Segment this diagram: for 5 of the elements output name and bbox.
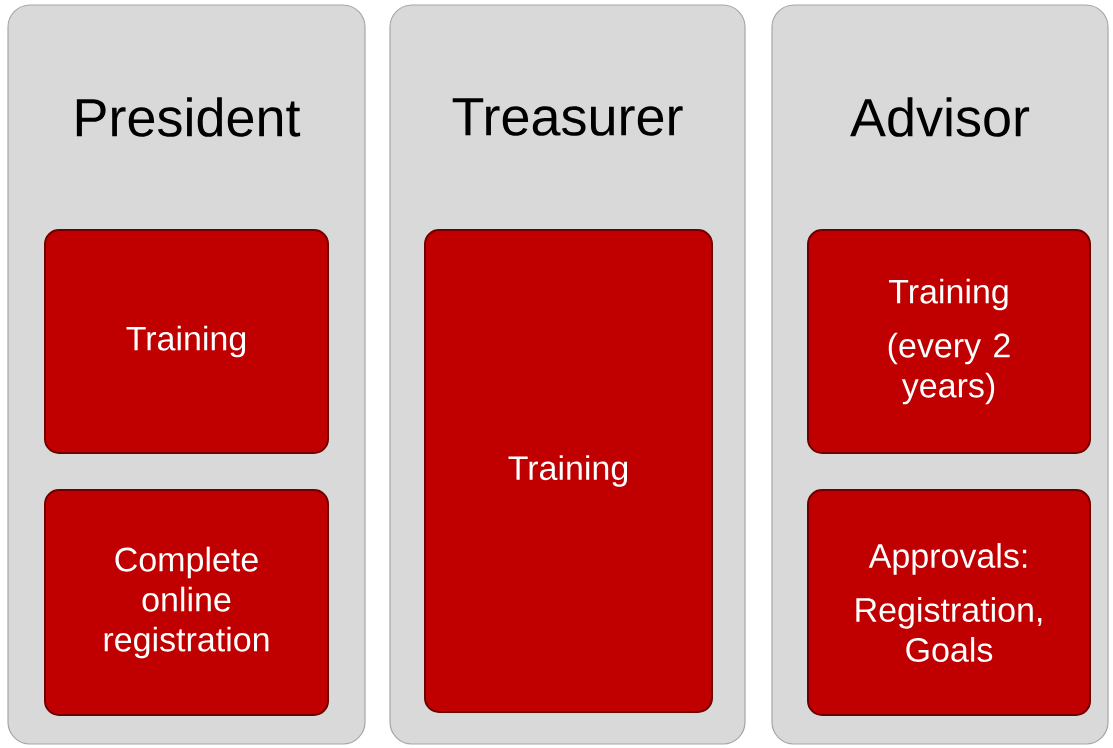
task-box: Training bbox=[424, 229, 713, 713]
task-box: Training (every 2 years) bbox=[807, 229, 1091, 454]
task-box: Training bbox=[44, 229, 329, 454]
task-box: Complete online registration bbox=[44, 489, 329, 716]
task-box: Approvals: Registration, Goals bbox=[807, 489, 1091, 716]
